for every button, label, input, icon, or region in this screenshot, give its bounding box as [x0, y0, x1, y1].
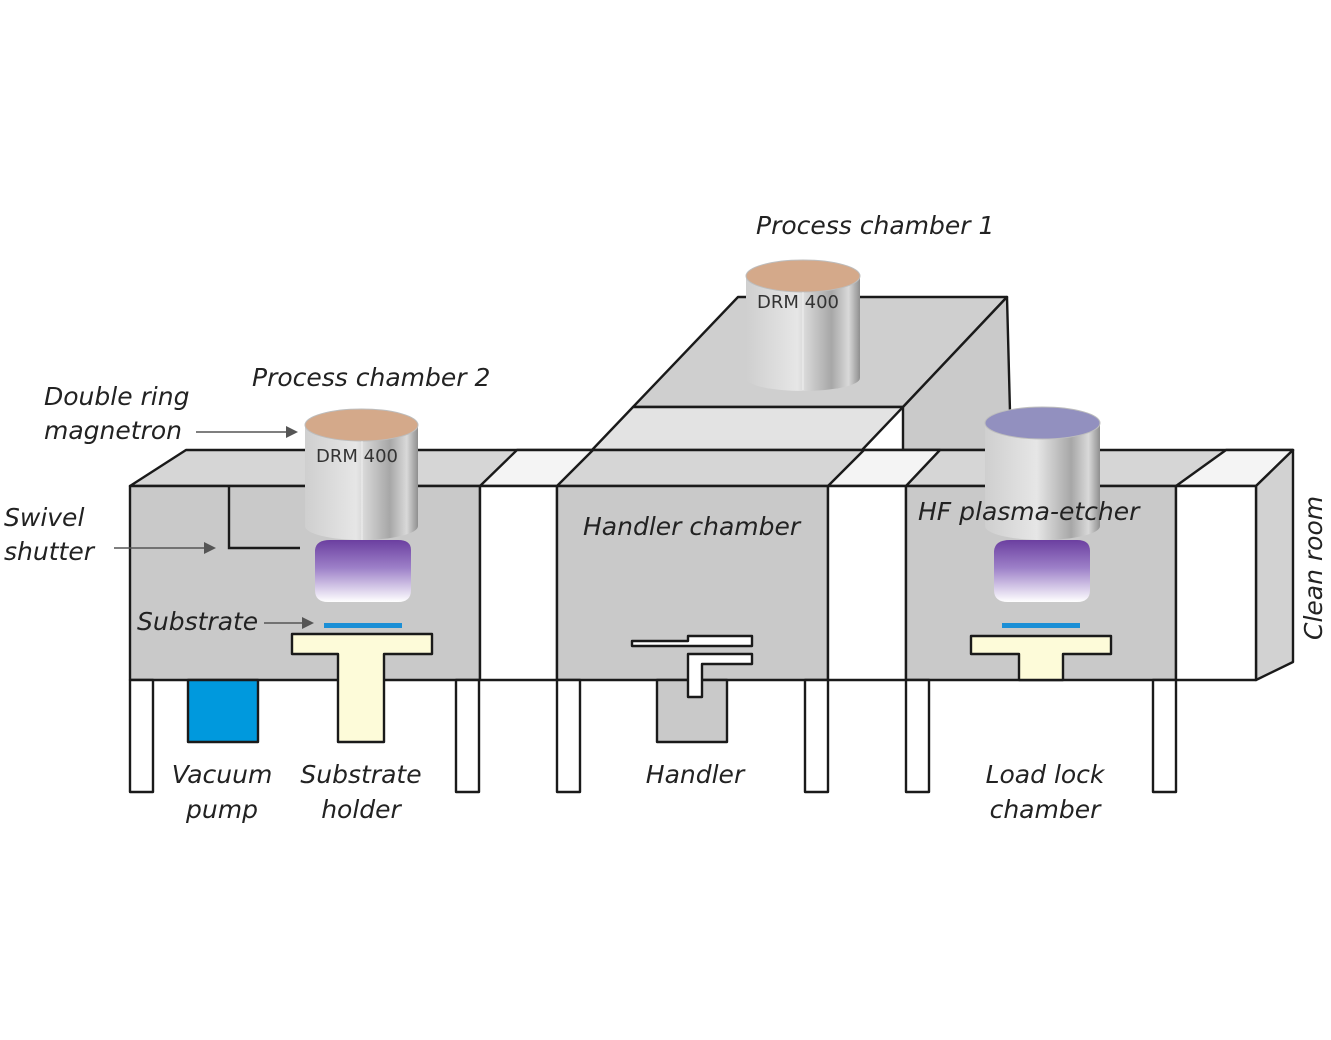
- label-substrate: Substrate: [137, 607, 258, 636]
- legs: [128, 678, 1178, 794]
- handler: [630, 634, 754, 744]
- label-swivel-1: Swivel: [4, 503, 84, 532]
- label-hf-plasma-etcher: HF plasma-etcher: [918, 497, 1141, 526]
- connector-3: [1174, 484, 1258, 682]
- substrate-load-lock: [1002, 623, 1080, 628]
- connector-1: [478, 484, 559, 682]
- label-vacuum-2: pump: [185, 795, 258, 824]
- label-substrate-holder-1: Substrate: [300, 760, 421, 789]
- handler-chamber-front: [555, 484, 830, 682]
- load-lock-substrate-holder: [969, 634, 1113, 682]
- hf-plasma-etcher: [984, 406, 1101, 602]
- label-double-ring-2: magnetron: [44, 416, 182, 445]
- base-top: [128, 448, 1295, 488]
- label-swivel-2: shutter: [4, 537, 96, 566]
- label-load-lock-1: Load lock: [986, 760, 1106, 789]
- label-handler-chamber: Handler chamber: [583, 512, 802, 541]
- label-load-lock-2: chamber: [990, 795, 1103, 824]
- label-vacuum-1: Vacuum: [172, 760, 273, 789]
- magnetron-chamber-1: [745, 259, 861, 391]
- drm-label-chamber-1: DRM 400: [757, 292, 839, 313]
- base-right-face: [1254, 448, 1295, 682]
- label-clean-room: Clean room: [1299, 496, 1328, 640]
- label-handler: Handler: [646, 760, 746, 789]
- drm-label-chamber-2: DRM 400: [316, 446, 398, 467]
- substrate-chamber-2: [324, 623, 402, 628]
- magnetron-chamber-2: [304, 408, 419, 602]
- swivel-shutter-line: [227, 486, 300, 550]
- label-process-chamber-2: Process chamber 2: [252, 363, 490, 392]
- label-substrate-holder-2: holder: [321, 795, 402, 824]
- label-process-chamber-1: Process chamber 1: [756, 211, 994, 240]
- vacuum-pump: [186, 678, 260, 744]
- connector-2: [826, 484, 908, 682]
- label-double-ring-1: Double ring: [44, 382, 189, 411]
- substrate-holder: [290, 632, 434, 744]
